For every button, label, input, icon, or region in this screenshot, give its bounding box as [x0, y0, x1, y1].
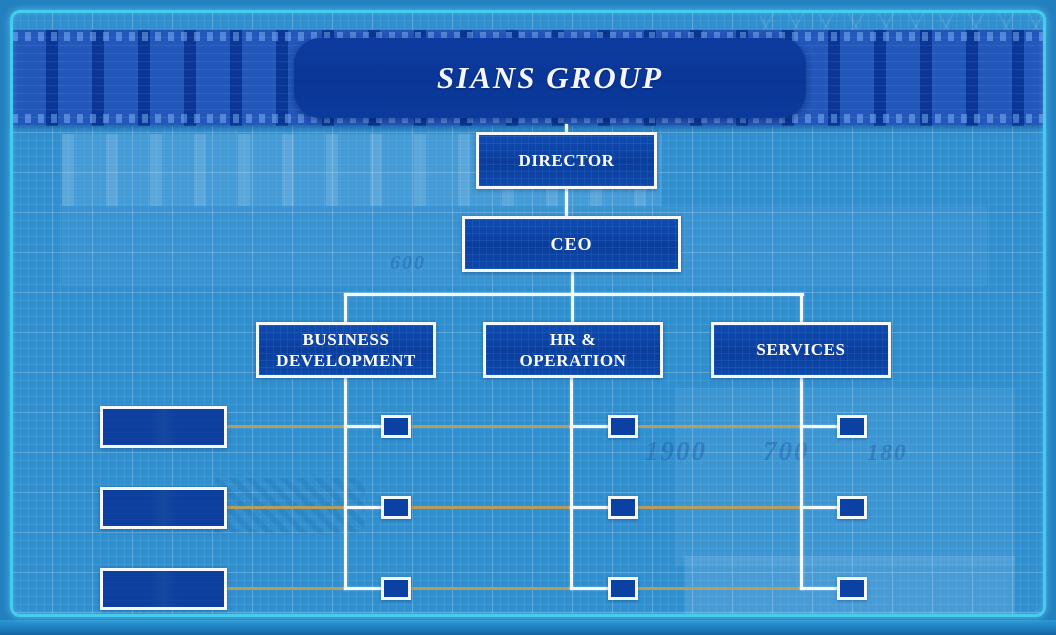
staff-row-box: [100, 406, 227, 448]
connector-column-services: [800, 378, 803, 590]
org-node-label-line1: HR &: [549, 329, 597, 349]
connector-spur: [344, 425, 384, 428]
sub-node-box: [608, 496, 638, 519]
staff-row-box: [100, 568, 227, 610]
sub-node-box: [608, 577, 638, 600]
sub-node-box: [381, 496, 411, 519]
banner-tickstrip-bottom: [12, 114, 1044, 123]
banner-tickstrip-top: [12, 32, 1044, 41]
org-node-ceo: CEO: [462, 216, 681, 272]
slide-title: SIANS GROUP: [436, 60, 664, 95]
watermark-number: 180: [867, 440, 908, 465]
org-node-hr-operation: HR & OPERATION: [483, 322, 663, 378]
connector-spur: [570, 425, 611, 428]
sub-node-box: [837, 496, 867, 519]
connector-director-ceo: [565, 189, 568, 216]
connector-drop-business: [344, 293, 347, 322]
sub-node-box: [381, 415, 411, 438]
connector-tan-row1: [227, 425, 801, 428]
connector-column-business: [344, 378, 347, 590]
watermark-number: 1900: [645, 436, 707, 466]
connector-ceo-down: [571, 272, 574, 322]
watermark-number: 600: [390, 252, 426, 274]
org-node-business-development: BUSINESS DEVELOPMENT: [256, 322, 436, 378]
org-node-label: DIRECTOR: [518, 150, 615, 170]
sub-node-box: [608, 415, 638, 438]
background-hatch: [215, 478, 365, 533]
connector-spur: [344, 506, 384, 509]
connector-tan-row3: [227, 587, 801, 590]
org-node-label-line2: OPERATION: [519, 351, 627, 370]
org-node-label: CEO: [550, 233, 593, 254]
sub-node-box: [381, 577, 411, 600]
sub-node-box: [837, 577, 867, 600]
connector-spur: [800, 425, 840, 428]
connector-tan-row2: [227, 506, 801, 509]
connector-spur: [344, 587, 384, 590]
org-node-label-line1: SERVICES: [756, 340, 846, 360]
title-banner: SIANS GROUP: [12, 30, 1044, 126]
connector-spur: [570, 587, 611, 590]
connector-spur: [570, 506, 611, 509]
org-node-label-line2: DEVELOPMENT: [276, 351, 416, 370]
bottom-band: [0, 620, 1056, 635]
org-node-services: SERVICES: [711, 322, 891, 378]
connector-column-hr: [570, 378, 573, 590]
connector-department-bar: [344, 293, 804, 296]
org-node-label-line1: BUSINESS: [302, 329, 390, 349]
connector-drop-services: [800, 293, 803, 322]
connector-spur: [800, 506, 840, 509]
sub-node-box: [837, 415, 867, 438]
connector-spur: [800, 587, 840, 590]
staff-row-box: [100, 487, 227, 529]
org-node-director: DIRECTOR: [476, 132, 657, 189]
connector-banner-director: [565, 124, 568, 132]
title-plate: SIANS GROUP: [294, 38, 806, 118]
